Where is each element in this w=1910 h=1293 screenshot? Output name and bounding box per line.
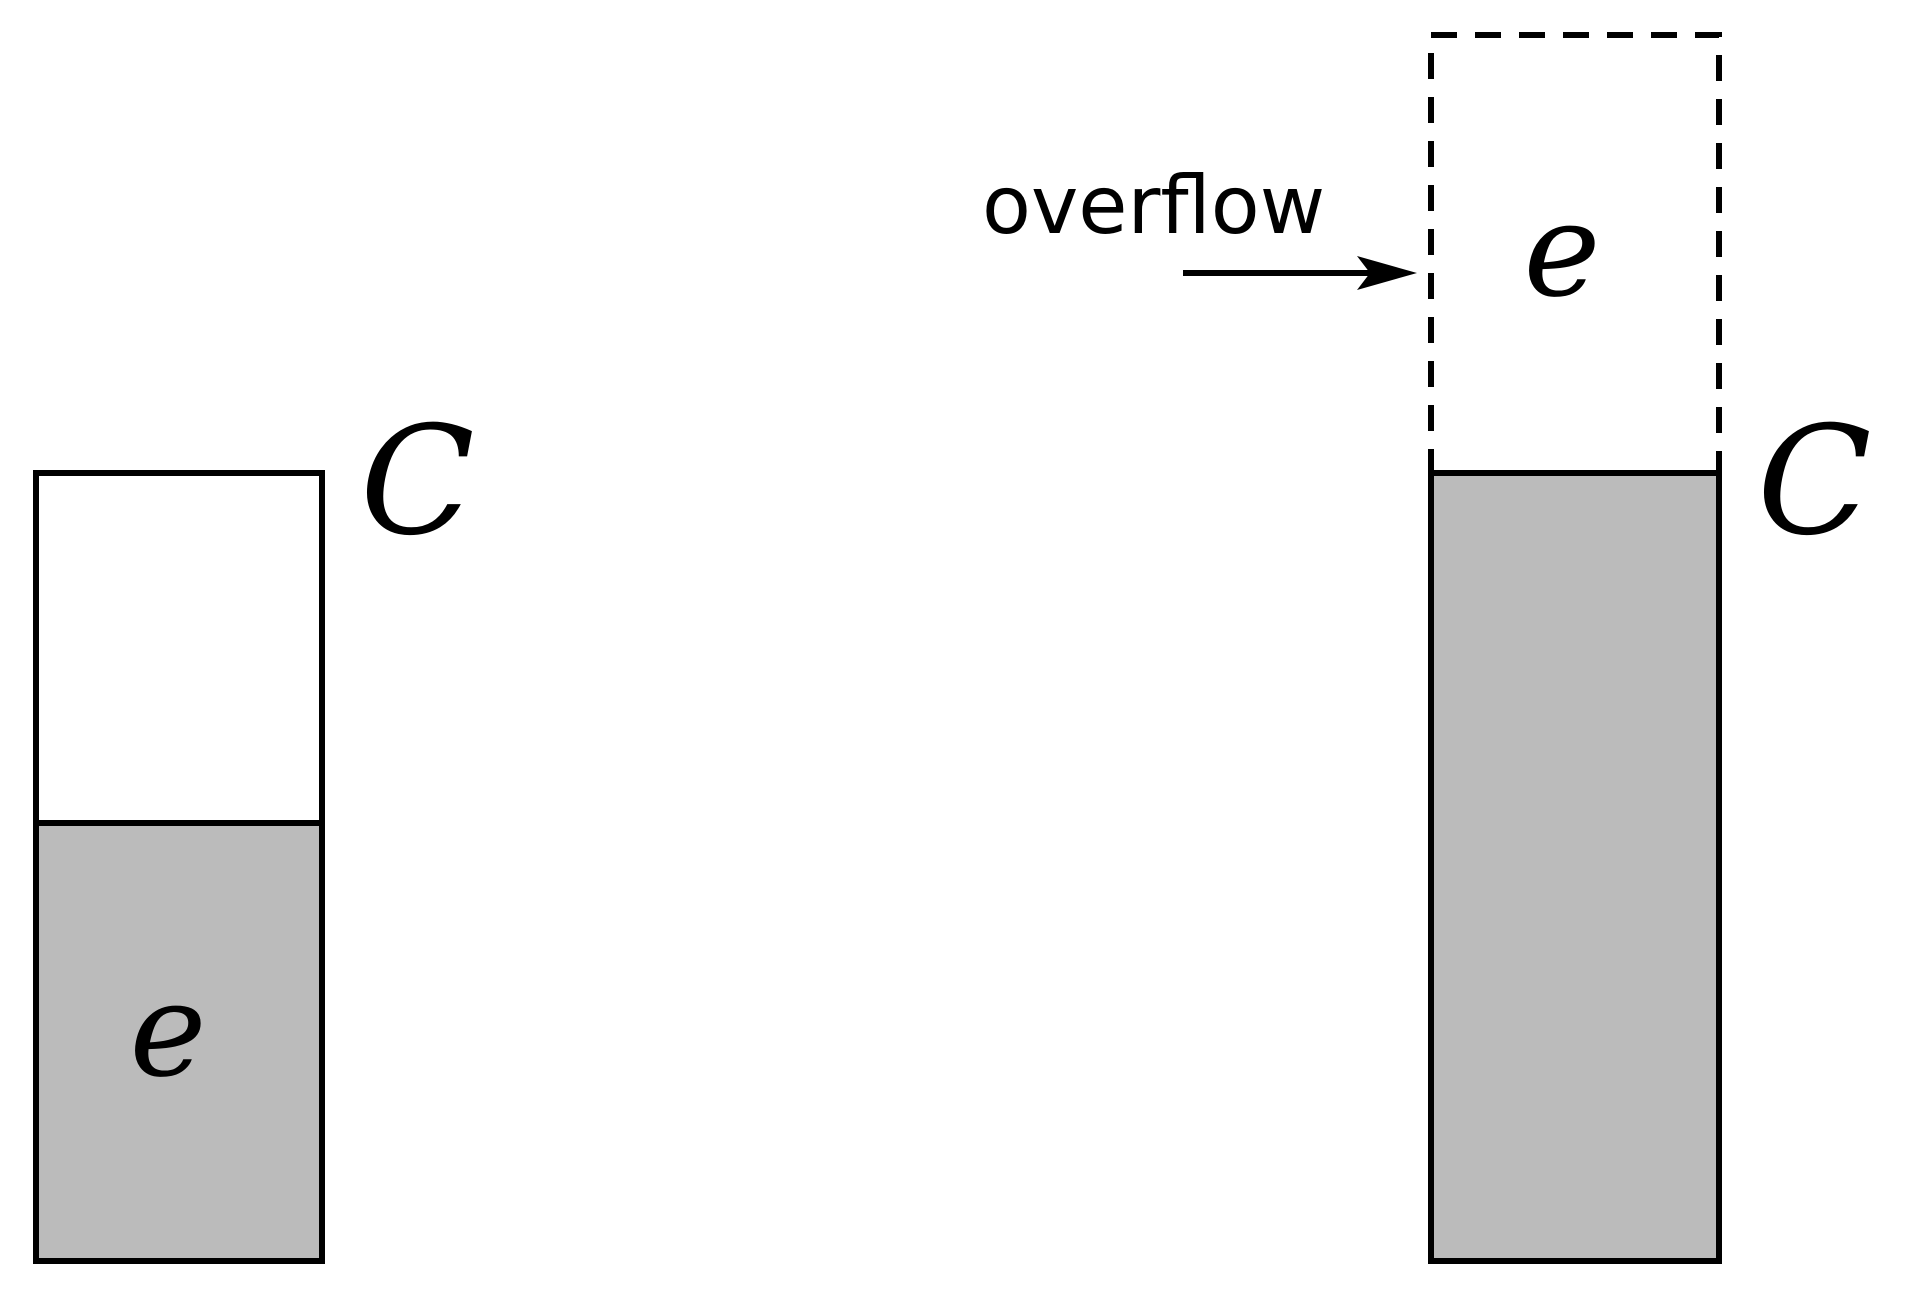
left-bin-item-label: e xyxy=(130,954,207,1106)
left-bin-capacity-label: C xyxy=(360,395,475,569)
left-bin-empty-part xyxy=(33,470,325,826)
right-bin: e C xyxy=(1428,32,1872,1264)
overflow-annotation: overflow xyxy=(982,159,1417,290)
overflow-label: overflow xyxy=(982,159,1325,252)
right-bin-filled-part xyxy=(1428,470,1722,1264)
right-bin-overflow-item-label: e xyxy=(1524,174,1601,326)
left-bin-filled-part xyxy=(33,820,325,1264)
left-bin: e C xyxy=(33,395,475,1264)
overflow-arrow-head-icon xyxy=(1357,256,1417,290)
right-bin-overflow-box xyxy=(1428,32,1722,476)
right-bin-capacity-label: C xyxy=(1757,395,1872,569)
